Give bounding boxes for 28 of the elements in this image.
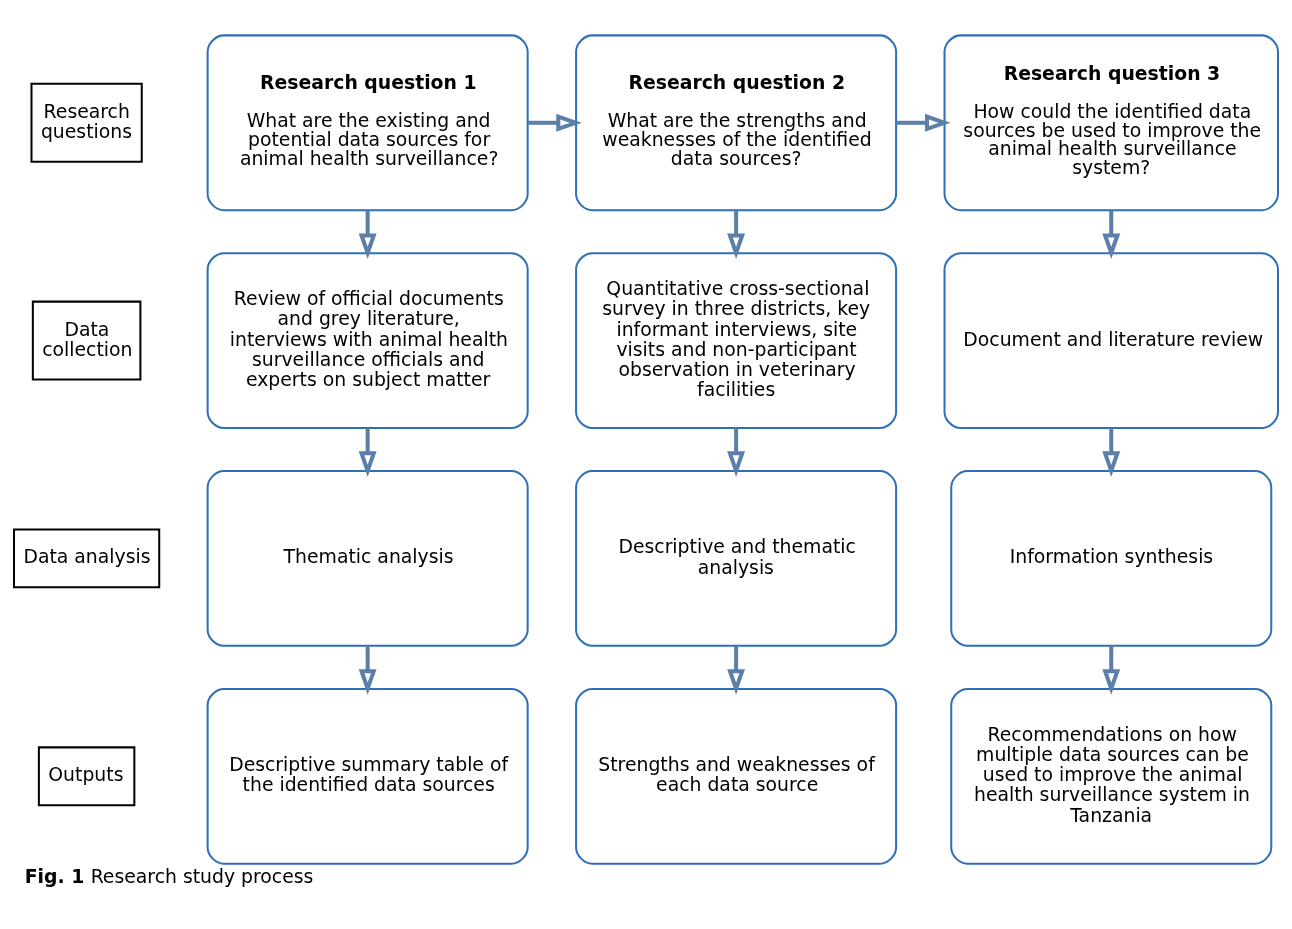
- node-box: Descriptive summary table of the identified data sources: [206, 687, 529, 865]
- node-box: Data collection: [31, 300, 142, 381]
- arrow: [1102, 645, 1121, 695]
- node-box: Recommendations on how multiple data sources can be used to improve the animal health surveillance system in Tanzania: [950, 687, 1273, 865]
- node-box: Document and literature review: [943, 251, 1279, 429]
- node-box: Research question 1 What are the existing and potential data sources for animal health surveillance?: [206, 33, 529, 211]
- node-box: Research question 2 What are the strengths and weaknesses of the identified data sources?: [575, 33, 898, 211]
- node-box: Data analysis: [13, 528, 161, 588]
- arrow: [358, 645, 377, 695]
- caption: Fig. 1 Research study process: [24, 865, 314, 887]
- node-box: Research questions: [30, 82, 143, 163]
- node-box: Research question 3 How could the identified data sources be used to improve the animal health surveillance system?: [943, 33, 1279, 211]
- node-box: Strengths and weaknesses of each data source: [575, 687, 898, 865]
- node-box: Information synthesis: [950, 469, 1273, 647]
- node-box: Review of official documents and grey literature, interviews with animal health surveillance officials and experts on subject matter: [206, 251, 529, 429]
- arrow: [727, 645, 746, 695]
- arrow: [896, 113, 951, 132]
- arrow: [358, 427, 377, 477]
- node-box: Descriptive and thematic analysis: [575, 469, 898, 647]
- node-box: Quantitative cross-sectional survey in three districts, key informant interviews, site visits and non-participant observation in veterinary facilities: [575, 251, 898, 429]
- arrow: [1102, 209, 1121, 259]
- arrow: [727, 427, 746, 477]
- arrow: [358, 209, 377, 259]
- arrow: [527, 113, 582, 132]
- arrow: [727, 209, 746, 259]
- node-box: Outputs: [37, 745, 136, 806]
- node-box: Thematic analysis: [206, 469, 529, 647]
- arrow: [1102, 427, 1121, 477]
